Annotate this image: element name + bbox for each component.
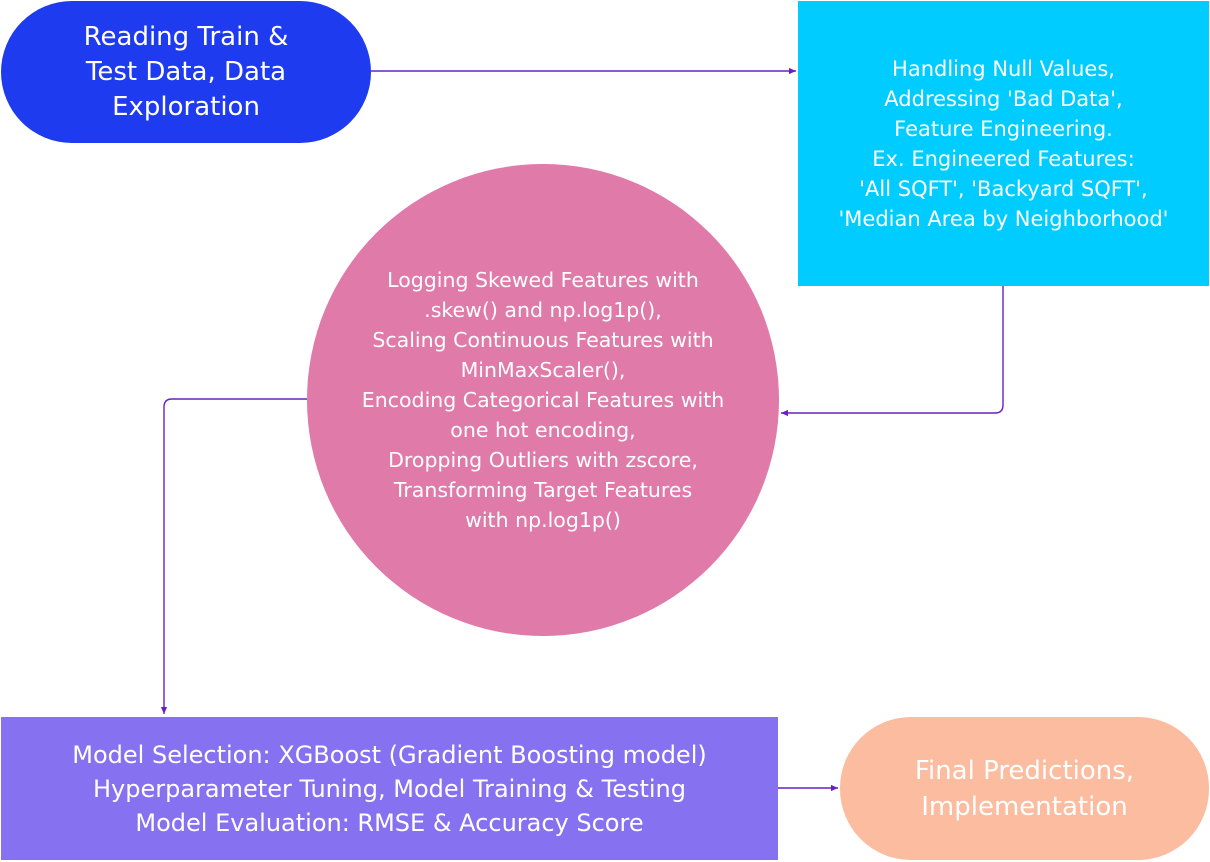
node-text-line: Hyperparameter Tuning, Model Training & … [93, 774, 686, 803]
node-text-line: Encoding Categorical Features with [361, 388, 725, 412]
node-text-line: 'Median Area by Neighborhood' [838, 206, 1169, 231]
node-text-line: Reading Train & [83, 21, 289, 52]
node-text-line: Model Selection: XGBoost (Gradient Boost… [72, 740, 707, 769]
node-text-line: with np.log1p() [465, 508, 621, 532]
node-text-line: Implementation [921, 791, 1128, 822]
node-text-line: Final Predictions, [914, 755, 1135, 786]
node-text-line: one hot encoding, [450, 418, 636, 442]
node-text-line: Ex. Engineered Features: [872, 146, 1135, 171]
node-model-selection: Model Selection: XGBoost (Gradient Boost… [1, 717, 778, 860]
node-text-line: Feature Engineering. [894, 116, 1113, 141]
node-logging-skewed-features: Logging Skewed Features with .skew() and… [307, 164, 779, 636]
node-text-line: Test Data, Data [85, 56, 287, 87]
node-text-line: .skew() and np.log1p(), [424, 298, 662, 322]
node-text-line: 'All SQFT', 'Backyard SQFT', [859, 176, 1148, 201]
node-text-line: Dropping Outliers with zscore, [388, 448, 698, 472]
node-text-line: Handling Null Values, [892, 56, 1115, 81]
node-reading-data-exploration: Reading Train & Test Data, Data Explorat… [1, 1, 371, 143]
node-text-line: MinMaxScaler(), [460, 358, 626, 382]
edge-handling-to-logging [781, 286, 1004, 417]
node-handling-null-values: Handling Null Values, Addressing 'Bad Da… [798, 1, 1209, 286]
node-text-line: Transforming Target Features [393, 478, 693, 502]
node-text-line: Model Evaluation: RMSE & Accuracy Score [135, 808, 644, 837]
node-final-predictions: Final Predictions, Implementation [840, 717, 1209, 860]
edge-logging-to-model [160, 398, 307, 714]
node-text-line: Exploration [112, 91, 260, 122]
node-text-line: Scaling Continuous Features with [372, 328, 714, 352]
node-text-line: Logging Skewed Features with [387, 268, 699, 292]
node-text-line: Addressing 'Bad Data', [884, 86, 1123, 111]
